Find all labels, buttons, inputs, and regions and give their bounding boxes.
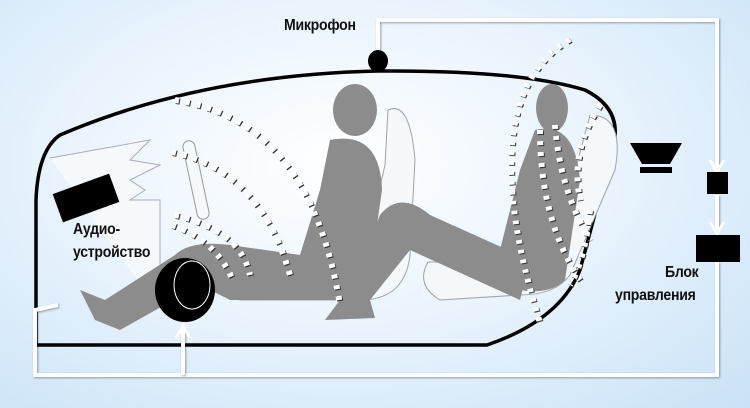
wire-control-to-speakers <box>33 262 719 377</box>
audio-device-label-1: Аудио- <box>73 221 120 238</box>
audio-device <box>52 173 120 223</box>
control-block-small <box>707 172 728 194</box>
microphone-icon <box>368 50 388 72</box>
control-block <box>696 235 740 262</box>
speaker-wheel <box>155 258 215 322</box>
control-unit-label-2: управления <box>615 287 696 304</box>
steering-wheel <box>182 140 210 220</box>
arrow-icon <box>174 323 192 339</box>
sound-waves <box>171 37 603 324</box>
control-unit-label-1: Блок <box>665 264 699 281</box>
driver-silhouette <box>80 84 530 330</box>
speaker-rear <box>630 143 682 173</box>
audio-device-label-2: устройство <box>73 244 151 261</box>
microphone-label: Микрофон <box>284 17 356 34</box>
wire-mic-to-control <box>376 18 719 168</box>
arrow-icon <box>708 221 726 237</box>
dashboard <box>49 139 162 291</box>
